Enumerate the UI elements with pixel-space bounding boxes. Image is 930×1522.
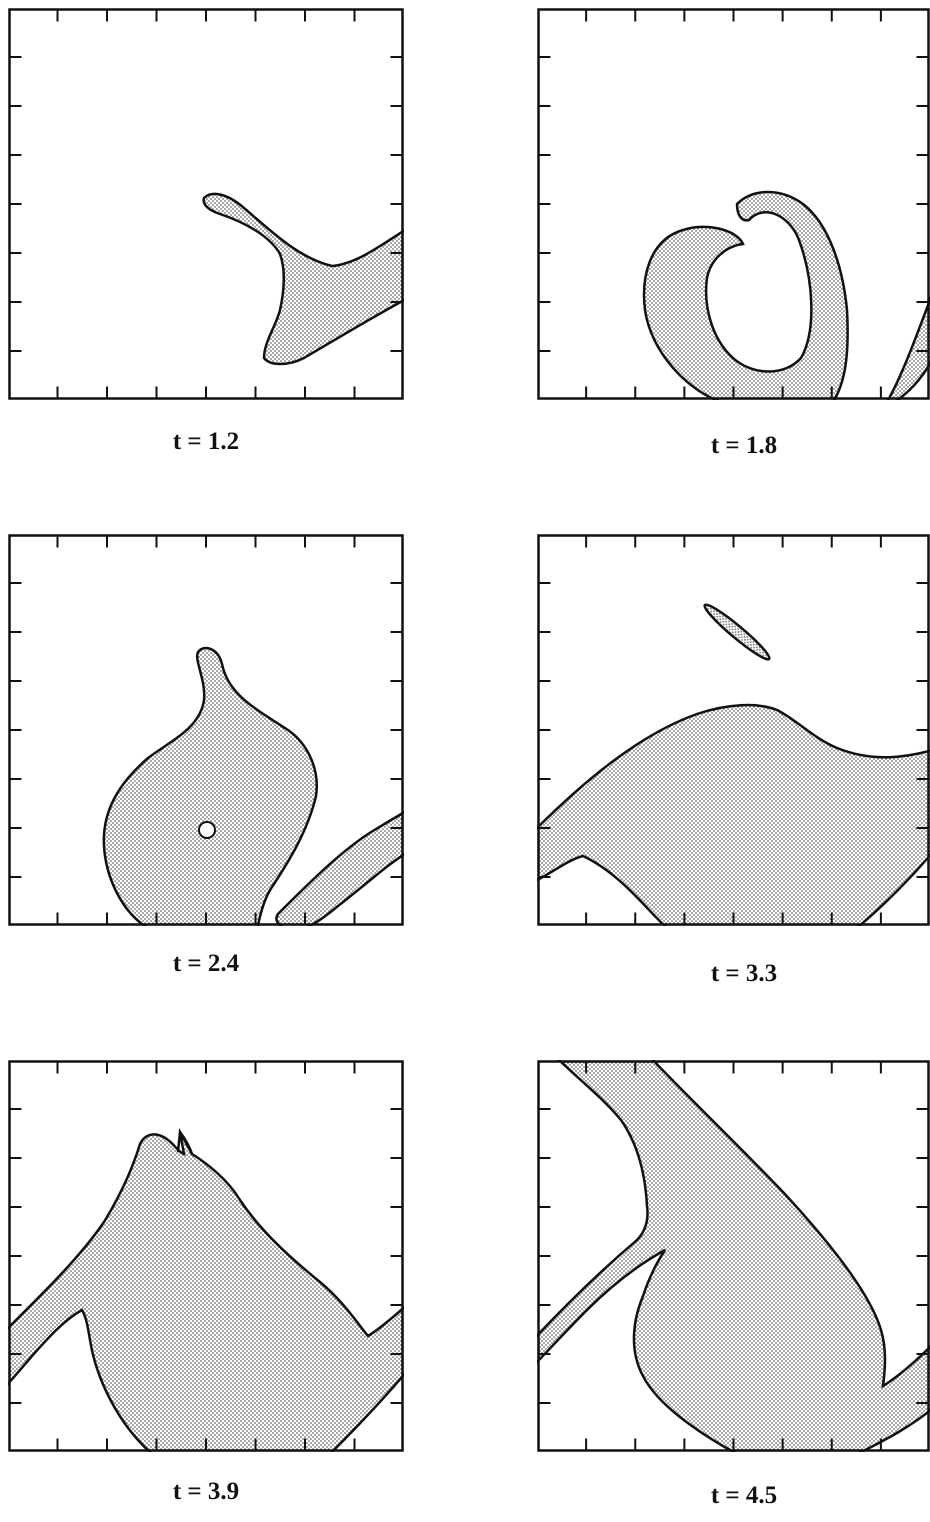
plot-frame [537, 8, 930, 400]
island-blob [703, 603, 771, 661]
panel-caption-2: t = 1.8 [710, 432, 778, 459]
panel-t1-8 [537, 8, 930, 400]
region-shape [537, 1060, 930, 1452]
region-shape [642, 190, 930, 400]
panel-caption-3: t = 2.4 [172, 950, 240, 977]
region-shape [102, 646, 319, 926]
panel-t2-4 [8, 534, 404, 926]
region-shape [202, 192, 404, 366]
region-shape [8, 1131, 404, 1452]
panel-t3-3 [537, 534, 930, 926]
panel-t4-5 [537, 1060, 930, 1452]
notch-line [176, 1127, 194, 1155]
hole-marker [198, 821, 216, 839]
region-shape [275, 810, 404, 926]
panel-t1-2 [8, 8, 404, 400]
region-shape [537, 703, 930, 926]
panel-caption-1: t = 1.2 [172, 428, 240, 455]
panel-caption-4: t = 3.3 [710, 960, 778, 987]
panel-caption-5: t = 3.9 [172, 1478, 240, 1505]
panel-caption-6: t = 4.5 [710, 1482, 778, 1509]
panel-t3-9 [8, 1060, 404, 1452]
